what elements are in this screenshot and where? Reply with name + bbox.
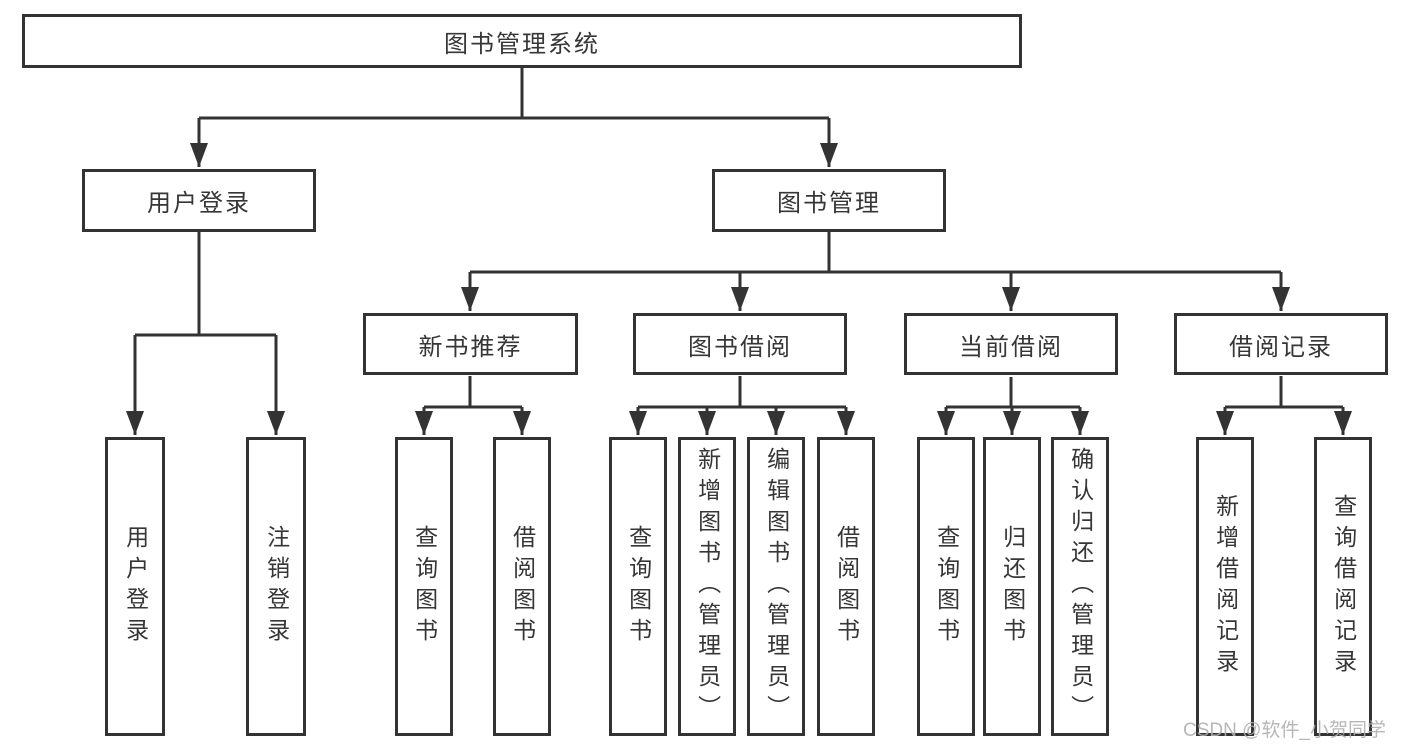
leaf-label: 编辑图书（管理员） xyxy=(763,447,790,726)
node-label: 用户登录 xyxy=(147,190,251,217)
leaf-confirm-return-admin: 确认归还（管理员） xyxy=(1051,437,1109,736)
node-label: 图书借阅 xyxy=(688,333,792,361)
leaf-label: 归还图书 xyxy=(999,524,1026,649)
leaf-query-books-1: 查询图书 xyxy=(395,437,453,736)
leaf-label: 查询图书 xyxy=(933,524,960,649)
leaf-add-borrow-record: 新增借阅记录 xyxy=(1196,437,1254,736)
node-library-system: 图书管理系统 xyxy=(22,14,1022,68)
leaf-label: 查询借阅记录 xyxy=(1330,493,1357,680)
node-book-borrowing: 图书借阅 xyxy=(633,313,847,375)
leaf-query-borrow-record: 查询借阅记录 xyxy=(1314,437,1372,736)
node-label: 图书管理系统 xyxy=(444,30,600,58)
leaf-borrow-books-2: 借阅图书 xyxy=(817,437,875,736)
leaf-label: 新增图书（管理员） xyxy=(694,447,721,726)
leaf-label: 确认归还（管理员） xyxy=(1067,447,1094,726)
leaf-label: 用户登录 xyxy=(122,524,149,649)
leaf-logout: 注销登录 xyxy=(246,437,306,736)
node-book-management: 图书管理 xyxy=(712,169,946,232)
leaf-user-login: 用户登录 xyxy=(105,437,165,736)
node-user-login: 用户登录 xyxy=(82,169,316,232)
leaf-label: 查询图书 xyxy=(411,524,438,649)
node-label: 当前借阅 xyxy=(959,333,1063,361)
node-label: 新书推荐 xyxy=(418,333,523,361)
watermark: CSDN @软件_小贺同学 xyxy=(1183,720,1386,741)
leaf-borrow-books-1: 借阅图书 xyxy=(493,437,551,736)
leaf-label: 查询图书 xyxy=(625,524,652,649)
node-borrowing-records: 借阅记录 xyxy=(1174,313,1388,375)
leaf-label: 注销登录 xyxy=(263,524,290,649)
leaf-return-book: 归还图书 xyxy=(983,437,1041,736)
leaf-label: 借阅图书 xyxy=(833,524,860,649)
node-label: 图书管理 xyxy=(777,190,881,217)
node-current-borrowing: 当前借阅 xyxy=(904,313,1118,375)
leaf-add-book-admin: 新增图书（管理员） xyxy=(678,437,736,736)
leaf-query-books-3: 查询图书 xyxy=(917,437,975,736)
leaf-label: 新增借阅记录 xyxy=(1212,493,1239,680)
leaf-edit-book-admin: 编辑图书（管理员） xyxy=(747,437,805,736)
node-label: 借阅记录 xyxy=(1229,333,1333,361)
leaf-query-books-2: 查询图书 xyxy=(609,437,667,736)
leaf-label: 借阅图书 xyxy=(509,524,536,649)
node-new-book-recommendation: 新书推荐 xyxy=(363,313,578,375)
